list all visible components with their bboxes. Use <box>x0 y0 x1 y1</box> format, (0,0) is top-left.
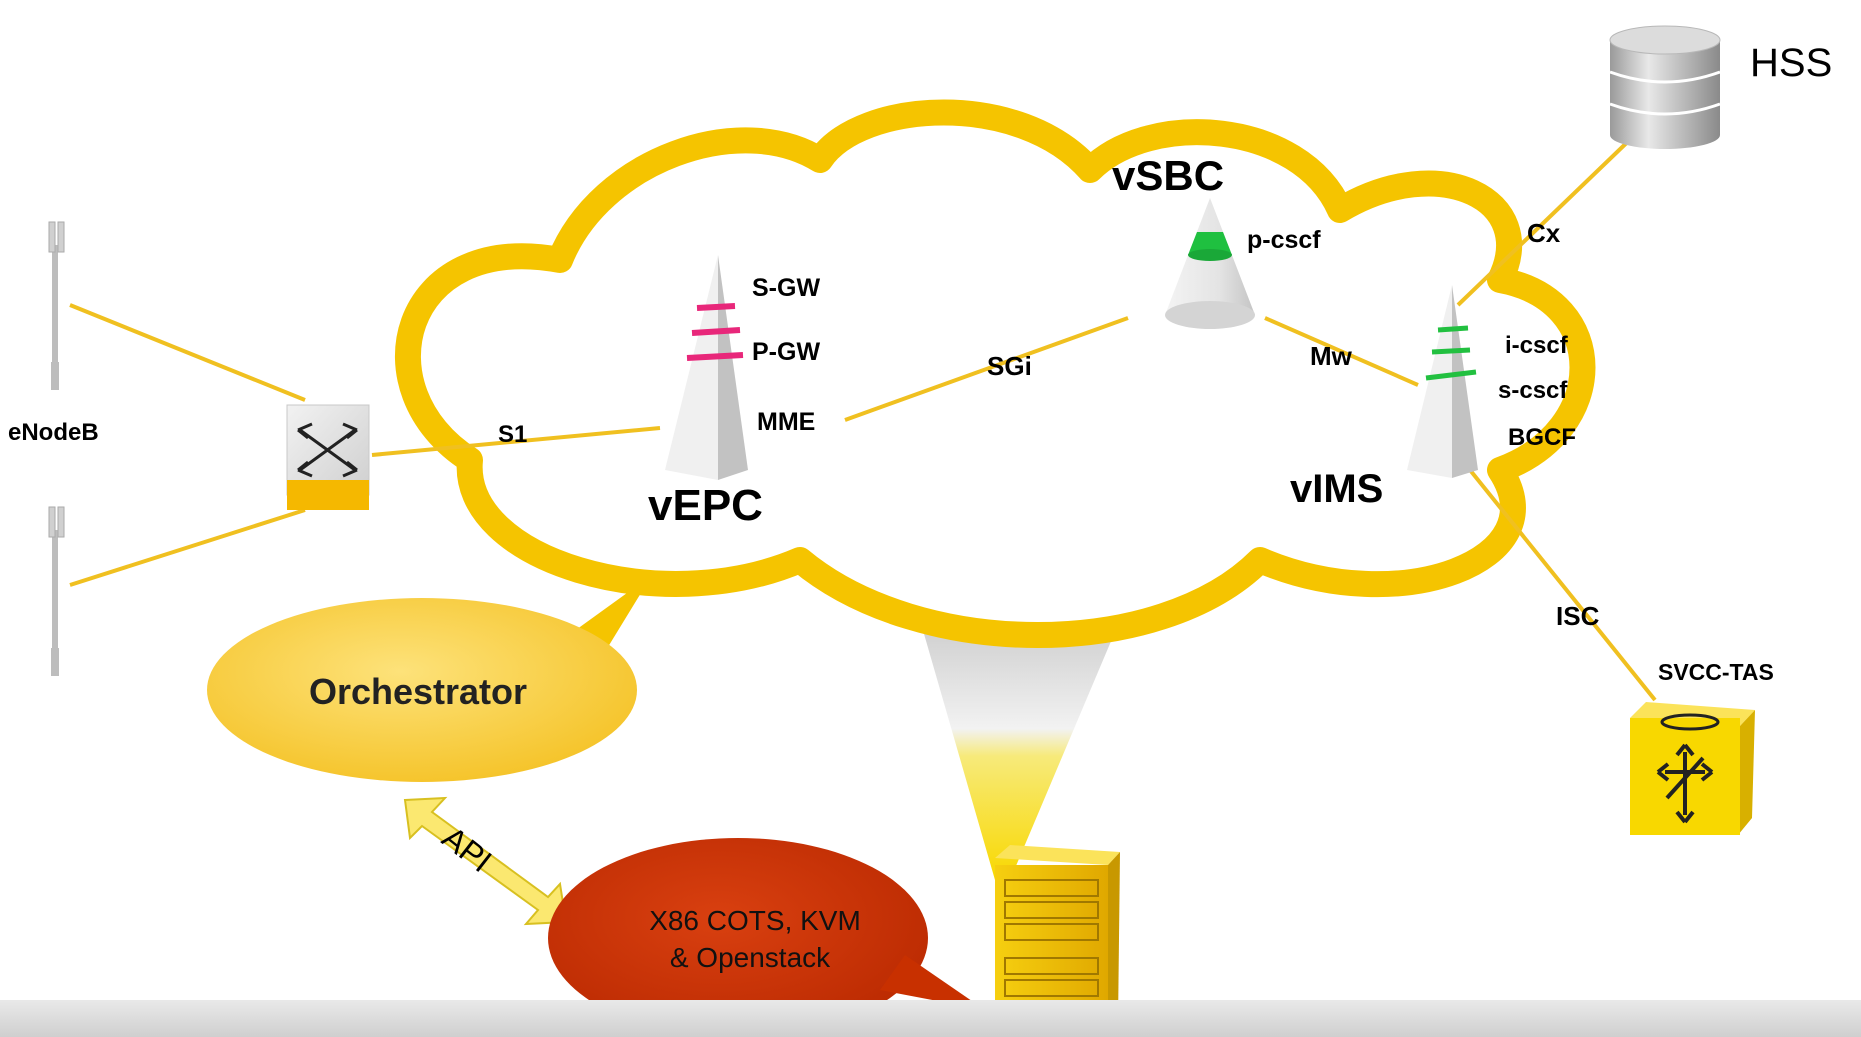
resource-funnel <box>920 605 1120 880</box>
sgi-label: SGi <box>987 351 1032 381</box>
hss-label: HSS <box>1750 41 1832 85</box>
vsbc-label: vSBC <box>1112 152 1224 199</box>
switch-icon <box>286 404 370 510</box>
cots-line1-label: X86 COTS, KVM <box>649 905 861 936</box>
cots-bubble <box>548 838 985 1037</box>
link-enodeb1-switch <box>69 303 306 402</box>
cloud-outline <box>395 99 1596 660</box>
links <box>69 128 1657 702</box>
vsbc-cone <box>1165 198 1255 329</box>
isc-label: ISC <box>1556 601 1600 631</box>
link-enodeb2-switch <box>69 508 306 587</box>
svcc-tas-label: SVCC-TAS <box>1658 659 1774 685</box>
orchestrator-label: Orchestrator <box>309 671 527 712</box>
orchestrator-bubble <box>207 598 637 782</box>
vepc-label: vEPC <box>648 481 763 530</box>
link-mw <box>1264 316 1419 387</box>
link-s1 <box>371 426 661 457</box>
hss-database-icon <box>1609 25 1721 149</box>
enodeb-antenna-bottom-icon <box>48 506 65 676</box>
p-cscf-label: p-cscf <box>1247 226 1321 254</box>
svcc-tas-cube-icon <box>1630 702 1755 835</box>
vims-pyramid <box>1407 285 1478 478</box>
mw-label: Mw <box>1310 341 1353 371</box>
i-cscf-label: i-cscf <box>1505 332 1569 359</box>
link-sgi <box>844 316 1129 422</box>
p-gw-label: P-GW <box>752 338 820 366</box>
s-gw-label: S-GW <box>752 274 820 302</box>
s1-label: S1 <box>498 421 527 448</box>
mme-label: MME <box>757 408 815 436</box>
enodeb-antenna-top-icon <box>48 221 65 390</box>
vepc-pyramid <box>665 255 748 480</box>
footer-bar <box>0 1000 1861 1037</box>
vims-label: vIMS <box>1290 467 1383 511</box>
enodeb-label: eNodeB <box>8 419 99 446</box>
bgcf-label: BGCF <box>1508 424 1576 451</box>
s-cscf-label: s-cscf <box>1498 377 1568 404</box>
link-isc <box>1468 468 1657 702</box>
cx-label: Cx <box>1527 218 1561 248</box>
cots-line2-label: & Openstack <box>670 942 831 973</box>
link-cx <box>1456 128 1642 307</box>
